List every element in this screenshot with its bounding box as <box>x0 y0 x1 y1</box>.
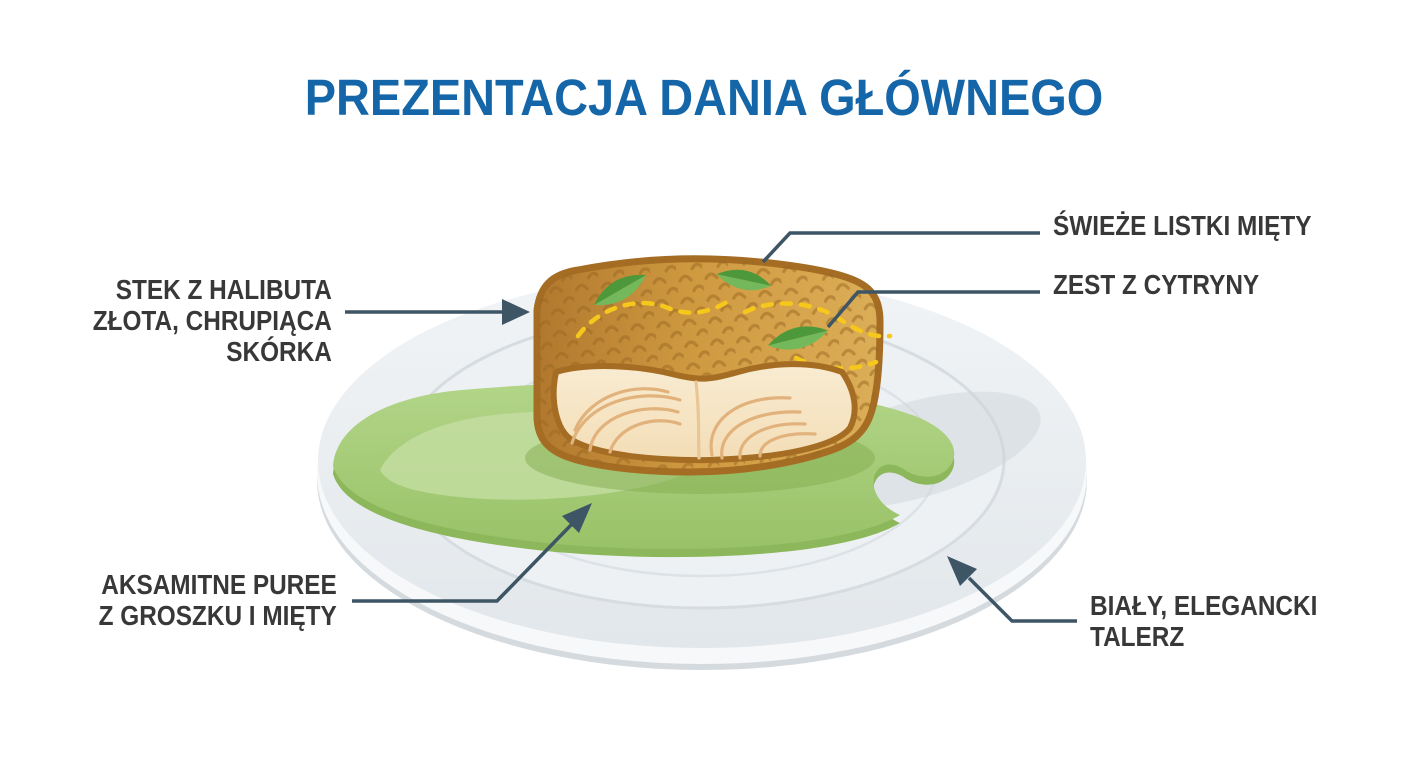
label-mint-leaves: ŚWIEŻE LISTKI MIĘTY <box>1053 210 1311 241</box>
page-title: PREZENTACJA DANIA GŁÓWNEGO <box>304 69 1104 126</box>
mint-leaf-icon <box>594 274 646 306</box>
mint-leaf-icon <box>767 326 829 350</box>
fish-flesh <box>550 361 858 464</box>
label-line: AKSAMITNE PUREE <box>101 569 338 600</box>
label-line: STEK Z HALIBUTA <box>115 274 332 305</box>
label-line: BIAŁY, ELEGANCKI <box>1090 590 1318 621</box>
callout-lines <box>345 231 1077 623</box>
callout-plate-arrow <box>947 556 1077 623</box>
label-line: Z GROSZKU I MIĘTY <box>98 600 337 631</box>
label-line: ZEST Z CYTRYNY <box>1053 269 1260 300</box>
label-lemon-zest: ZEST Z CYTRYNY <box>1053 269 1259 300</box>
callout-zest-line <box>826 290 1040 329</box>
label-plate: BIAŁY, ELEGANCKI TALERZ <box>1090 590 1317 652</box>
flesh-grain-lines <box>570 380 817 460</box>
callout-mint-line <box>761 231 1040 264</box>
label-pea-puree: AKSAMITNE PUREE Z GROSZKU I MIĘTY <box>99 569 337 631</box>
callout-halibut-arrow <box>345 299 530 325</box>
callout-puree-arrow <box>352 503 592 603</box>
label-line: ZŁOTA, CHRUPIĄCA <box>92 305 332 336</box>
label-halibut-steak: STEK Z HALIBUTA ZŁOTA, CHRUPIĄCA SKÓRKA <box>93 274 332 367</box>
mint-leaf-icon <box>716 269 772 291</box>
halibut-steak-illustration <box>533 255 893 476</box>
label-line: ŚWIEŻE LISTKI MIĘTY <box>1053 210 1312 241</box>
label-line: TALERZ <box>1090 621 1185 652</box>
label-line: SKÓRKA <box>226 336 332 367</box>
